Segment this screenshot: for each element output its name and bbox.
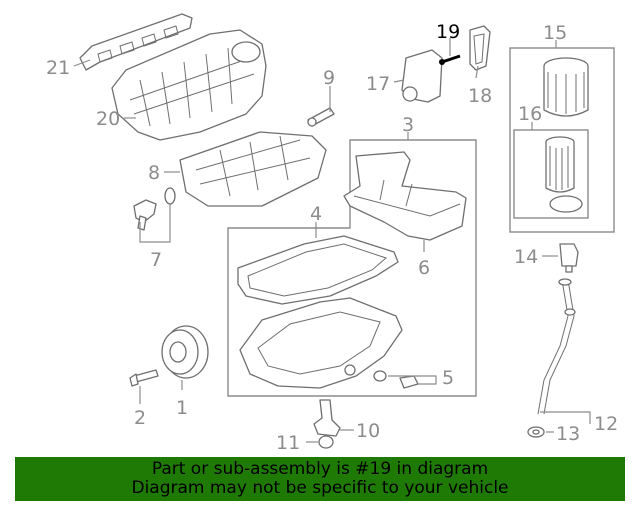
notice-line-2: Diagram may not be specific to your vehi… (131, 478, 509, 498)
part-6-upper-pan[interactable] (343, 151, 467, 241)
part-15-oil-filter[interactable] (543, 57, 589, 117)
part-8-block[interactable] (179, 131, 327, 207)
part-14-sensor[interactable] (559, 243, 579, 273)
part-18-gasket[interactable] (469, 25, 491, 71)
part-21-intake-gasket[interactable] (79, 13, 193, 71)
callout-14[interactable]: 14 (514, 246, 538, 268)
part-12-dipstick-tube[interactable] (537, 278, 576, 415)
pan-assembly-box-3 (227, 139, 477, 397)
callout-16[interactable]: 16 (518, 103, 542, 125)
filter-box-15 (509, 47, 615, 233)
part-7-sensor[interactable] (133, 187, 176, 231)
notice-line-1: Part or sub-assembly is #19 in diagram (151, 459, 489, 479)
part-9-plug[interactable] (307, 107, 335, 127)
part-5-drain-plug[interactable] (373, 370, 419, 389)
callout-12[interactable]: 12 (594, 413, 618, 435)
callout-21[interactable]: 21 (46, 57, 70, 79)
callout-9[interactable]: 9 (323, 67, 335, 89)
callout-labels: 21 20 9 17 19 18 15 16 3 8 7 4 6 14 5 1 … (46, 21, 618, 454)
part-2-bolt[interactable] (129, 369, 159, 387)
part-10-pickup[interactable] (313, 399, 341, 437)
part-16-filter-element[interactable] (545, 136, 583, 213)
part-13-washer[interactable] (527, 426, 545, 438)
part-3-oil-pan[interactable] (239, 297, 403, 389)
callout-18[interactable]: 18 (468, 85, 492, 107)
part-17-filter-housing[interactable] (401, 49, 443, 103)
callout-1[interactable]: 1 (176, 397, 188, 419)
part-4-pan-gasket[interactable] (237, 235, 399, 305)
callout-10[interactable]: 10 (356, 420, 380, 442)
callout-3[interactable]: 3 (402, 114, 414, 136)
leader-lines (73, 38, 591, 443)
part-19-bolt[interactable] (439, 54, 461, 65)
callout-20[interactable]: 20 (96, 108, 120, 130)
callout-13[interactable]: 13 (556, 423, 580, 445)
part-1-pulley[interactable] (161, 325, 209, 379)
callout-8[interactable]: 8 (148, 162, 160, 184)
part-11-seal[interactable] (318, 435, 334, 449)
callout-17[interactable]: 17 (366, 73, 390, 95)
callout-5[interactable]: 5 (442, 367, 454, 389)
callout-7[interactable]: 7 (150, 249, 162, 271)
callout-19[interactable]: 19 (436, 21, 460, 43)
callout-6[interactable]: 6 (418, 257, 430, 279)
parts-diagram: 21 20 9 17 19 18 15 16 3 8 7 4 6 14 5 1 … (46, 13, 618, 454)
part-20-intake-manifold[interactable] (111, 29, 267, 141)
callout-11[interactable]: 11 (276, 432, 300, 454)
callout-4[interactable]: 4 (310, 203, 322, 225)
callout-15[interactable]: 15 (543, 22, 567, 44)
notice-banner: Part or sub-assembly is #19 in diagram D… (15, 457, 625, 501)
callout-2[interactable]: 2 (134, 407, 146, 429)
